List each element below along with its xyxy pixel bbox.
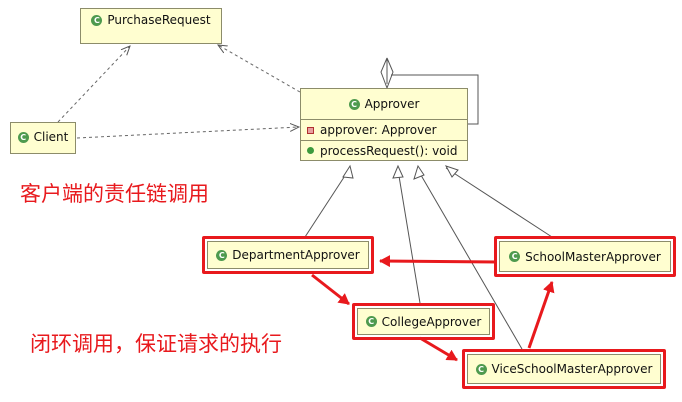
class-name: ViceSchoolMasterApprover <box>491 362 653 376</box>
school-master-approver-class: C SchoolMasterApprover <box>499 241 671 272</box>
class-icon: C <box>216 249 228 261</box>
client-to-purchaserequest-dependency <box>57 46 130 123</box>
client-chain-annotation: 客户端的责任链调用 <box>20 182 209 206</box>
client-class: C Client <box>10 122 76 154</box>
class-icon: C <box>348 98 360 110</box>
client-to-approver-dependency <box>76 127 299 139</box>
purchase-request-class: C PurchaseRequest <box>80 8 222 44</box>
approver-class: C Approver approver: Approver processReq… <box>300 88 468 161</box>
class-name: PurchaseRequest <box>107 13 211 27</box>
class-icon: C <box>509 251 521 262</box>
approver-to-purchaserequest-dependency <box>218 45 301 93</box>
department-approver-class: C DepartmentApprover <box>207 241 369 269</box>
class-header: C PurchaseRequest <box>81 9 221 31</box>
approver-self-aggregation <box>380 57 479 125</box>
class-header: C Client <box>11 123 75 151</box>
vice-school-master-approver-class: C ViceSchoolMasterApprover <box>467 354 661 384</box>
class-name: Approver <box>364 97 420 111</box>
closed-loop-arrows <box>311 255 555 362</box>
class-name: SchoolMasterApprover <box>525 249 661 264</box>
class-name: Client <box>33 130 69 144</box>
approver-field-row: approver: Approver <box>301 119 467 140</box>
class-icon: C <box>365 316 377 327</box>
generalization-lines <box>304 164 553 350</box>
vice-school-master-approver-highlight <box>462 349 666 389</box>
class-icon: C <box>475 363 487 375</box>
class-header: C ViceSchoolMasterApprover <box>468 355 660 383</box>
class-icon: C <box>91 14 103 26</box>
closed-loop-annotation: 闭环调用，保证请求的执行 <box>30 332 282 356</box>
college-approver-class: C CollegeApprover <box>357 308 490 335</box>
class-header: C CollegeApprover <box>358 309 489 334</box>
public-method-icon <box>307 147 314 154</box>
method-text: processRequest(): void <box>320 143 458 158</box>
class-header: C DepartmentApprover <box>208 242 368 268</box>
field-text: approver: Approver <box>320 123 437 137</box>
class-name: DepartmentApprover <box>232 248 360 262</box>
class-header: C SchoolMasterApprover <box>500 242 670 271</box>
class-name: CollegeApprover <box>381 314 482 329</box>
department-approver-highlight <box>202 236 374 274</box>
approver-method-row: processRequest(): void <box>301 140 467 160</box>
class-icon: C <box>17 131 29 143</box>
college-approver-highlight <box>352 303 495 340</box>
private-field-icon <box>307 126 314 134</box>
class-header: C Approver <box>301 89 467 119</box>
school-master-approver-highlight <box>494 236 676 277</box>
